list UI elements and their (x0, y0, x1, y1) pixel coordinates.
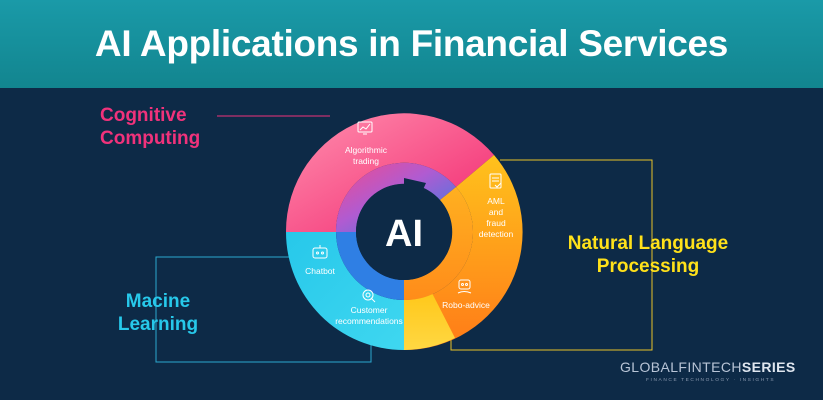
label-customer-recs-1: Customer (351, 305, 388, 315)
label-robo-advice: Robo-advice (442, 300, 490, 310)
category-ml-line1: Macine (125, 291, 191, 312)
brand-name-regular: GLOBALFINTECH (620, 359, 742, 375)
page-title: AI Applications in Financial Services (94, 23, 729, 64)
category-cognitive-line2: Computing (100, 128, 201, 149)
thumbs-up-gear-icon (362, 289, 376, 303)
category-cognitive-computing: Cognitive Computing (100, 104, 200, 150)
robot-hand-icon (457, 279, 472, 294)
header-banner (0, 0, 823, 88)
segment-cognitive-computing (285, 113, 494, 232)
inner-ring-bottom (336, 232, 404, 300)
category-nlp-line2: Processing (596, 256, 700, 277)
document-check-icon (489, 173, 502, 189)
label-aml-2: and (489, 207, 503, 217)
segment-ml-bottom (286, 232, 404, 350)
brand-tagline: FINANCE TECHNOLOGY · INSIGHTS (646, 378, 776, 383)
chatbot-icon (312, 245, 328, 259)
inner-ring-left (335, 162, 456, 232)
category-ml-line2: Learning (117, 314, 199, 335)
category-nlp-line1: Natural Language (567, 233, 729, 254)
inner-ring-right (404, 187, 474, 301)
category-machine-learning: Macine Learning (108, 290, 208, 336)
label-customer-recs-2: recommendations (335, 316, 403, 326)
brand-name-bold: SERIES (741, 359, 796, 375)
segment-nlp-yellow-edge (404, 293, 455, 350)
category-cognitive-line1: Cognitive (100, 105, 187, 126)
center-notch (404, 178, 426, 232)
label-aml-1: AML (487, 196, 505, 206)
label-aml-3: fraud (486, 218, 506, 228)
ml-connector-line (155, 256, 372, 363)
chart-screen-icon (357, 121, 373, 135)
label-aml-4: detection (479, 229, 514, 239)
label-chatbot: Chatbot (305, 266, 335, 276)
center-ai-label: AI (385, 213, 423, 255)
category-natural-language-processing: Natural Language Processing (548, 232, 748, 278)
label-algorithmic-trading-2: trading (353, 156, 379, 166)
label-algorithmic-trading-1: Algorithmic (345, 145, 388, 155)
brand-logo: GLOBALFINTECHSERIES (620, 359, 810, 375)
nlp-connector-line (450, 159, 653, 351)
